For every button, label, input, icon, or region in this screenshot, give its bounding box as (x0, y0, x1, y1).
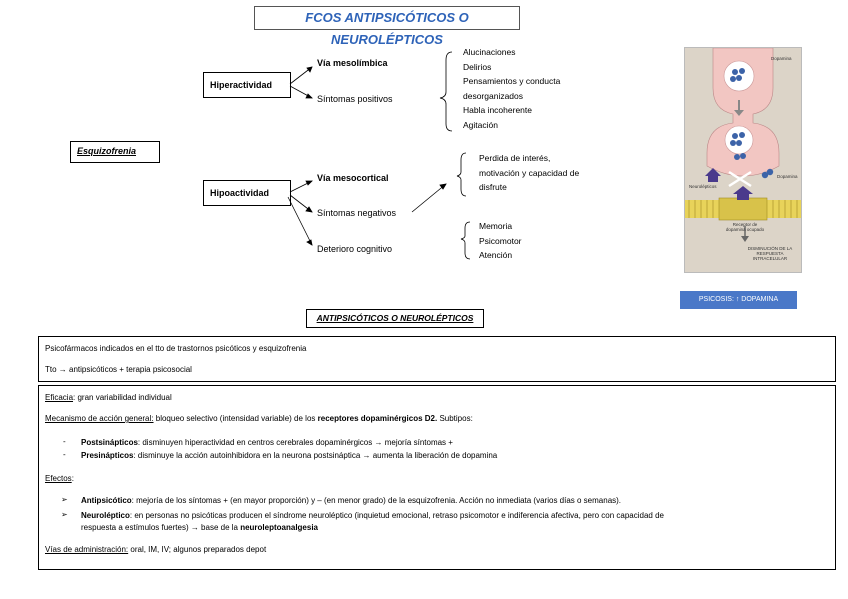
mindmap-connectors (287, 51, 471, 260)
definition-line: Psicofármacos indicados en el tto de tra… (45, 344, 307, 353)
neurolepticos-label: Neurolépticos (689, 184, 717, 189)
list-item: Memoria (479, 221, 513, 231)
mecanismo-end: Subtipos: (437, 414, 473, 423)
via-mesocortical: Vía mesocortical (317, 173, 389, 183)
post-label: Postsinápticos (81, 438, 138, 447)
section-title-box: ANTIPSICÓTICOS O NEUROLÉPTICOS (306, 309, 484, 328)
neurolep-text2a: respuesta a estímulos fuertes) → base de… (81, 523, 241, 532)
details-box: Eficacia: gran variabilidad individual M… (38, 385, 836, 570)
antipsic-text: : mejoría de los síntomas + (en mayor pr… (131, 496, 622, 505)
list-item: Psicomotor (479, 235, 522, 246)
mecanismo-text: bloqueo selectivo (intensidad variable) … (153, 414, 318, 423)
vias-label: Vías de administración: (45, 545, 129, 554)
eficacia-line: Eficacia: gran variabilidad individual (45, 392, 172, 403)
list-item: Alucinaciones (463, 47, 516, 57)
cognitive-list: Memoria Psicomotor Atención (479, 219, 522, 263)
definition-box: Psicofármacos indicados en el tto de tra… (38, 336, 836, 382)
neurolep-label: Neuroléptico (81, 511, 130, 520)
mecanismo-line: Mecanismo de acción general: bloqueo sel… (45, 413, 473, 424)
neuroleptico-line: Neuroléptico: en personas no psicóticas … (81, 510, 829, 521)
post-text: : disminuyen hiperactividad en centros c… (137, 438, 453, 447)
pre-label: Presinápticos (81, 451, 134, 460)
page-title: FCOS ANTIPSICÓTICOS O NEUROLÉPTICOS (254, 6, 520, 47)
dopamina-mid-label: Dopamina (777, 174, 798, 179)
via-mesolimbica: Vía mesolímbica (317, 58, 388, 68)
dash-bullet: - (63, 437, 66, 446)
dopamina-top-label: Dopamina (771, 56, 792, 61)
psicosis-caption: PSICOSIS: ↑ DOPAMINA (680, 291, 797, 309)
synapse-illustration (685, 47, 801, 242)
receptor-label: Receptor de dopamina ocupado (725, 222, 765, 232)
neurolep-text2b: neuroleptoanalgesia (240, 523, 318, 532)
hipoactividad-label: Hipoactividad (210, 188, 270, 198)
efectos-label: Efectos (45, 474, 72, 483)
list-item: Perdida de interés, (479, 153, 551, 163)
deterioro-cognitivo: Deterioro cognitivo (317, 244, 393, 254)
list-item: motivación y capacidad de (479, 167, 580, 178)
list-item: Habla incoherente (463, 105, 532, 115)
neurolep-text1: : en personas no psicóticas producen el … (129, 511, 664, 520)
mecanismo-bold: receptores dopaminérgicos D2. (317, 414, 438, 423)
root-label: Esquizofrenia (77, 146, 137, 156)
list-item: disfrute (479, 182, 507, 192)
list-item: desorganizados (463, 90, 524, 101)
antipsicotico-line: Antipsicótico: mejoría de los síntomas +… (81, 495, 621, 506)
arrow-bullet-icon: ➢ (61, 510, 68, 519)
pre-text: : disminuye la acción autoinhibidora en … (133, 451, 498, 460)
eficacia-text: : gran variabilidad individual (73, 393, 172, 402)
hipoactividad-box: Hipoactividad (203, 180, 291, 206)
efectos-line: Efectos: (45, 473, 74, 484)
presinapticos-line: Presinápticos: disminuye la acción autoi… (81, 450, 497, 461)
list-item: Agitación (463, 119, 498, 130)
vias-text: oral, IM, IV; algunos preparados depot (128, 545, 267, 554)
postsinapticos-line: Postsinápticos: disminuyen hiperactivida… (81, 437, 453, 448)
negative-symptoms-list: Perdida de interés, motivación y capacid… (479, 151, 579, 195)
neuroleptico-line-2: respuesta a estímulos fuertes) → base de… (81, 522, 318, 533)
vias-line: Vías de administración: oral, IM, IV; al… (45, 544, 266, 555)
efectos-colon: : (71, 474, 74, 483)
list-item: Atención (479, 250, 513, 260)
antipsic-label: Antipsicótico (81, 496, 132, 505)
arrow-bullet-icon: ➢ (61, 495, 68, 504)
synapse-diagram: Dopamina Dopamina Neurolépticos Receptor… (684, 47, 802, 273)
sintomas-negativos: Síntomas negativos (317, 208, 397, 218)
list-item: Pensamientos y conducta (463, 76, 561, 86)
sintomas-positivos: Síntomas positivos (317, 94, 393, 104)
positive-symptoms-list: Alucinaciones Delirios Pensamientos y co… (463, 45, 560, 132)
hiperactividad-box: Hiperactividad (203, 72, 291, 98)
list-item: Delirios (463, 61, 492, 72)
mecanismo-label: Mecanismo de acción general: (45, 414, 154, 423)
root-box: Esquizofrenia (70, 141, 160, 163)
eficacia-label: Eficacia (45, 393, 74, 402)
dash-bullet: - (63, 450, 66, 459)
treatment-line: Tto → antipsicóticos + terapia psicosoci… (45, 365, 192, 374)
section-title: ANTIPSICÓTICOS O NEUROLÉPTICOS (316, 313, 474, 323)
hiperactividad-label: Hiperactividad (210, 80, 273, 90)
disminucion-label: DISMINUCIÓN DE LA RESPUESTA INTRACELULAR (747, 246, 793, 261)
